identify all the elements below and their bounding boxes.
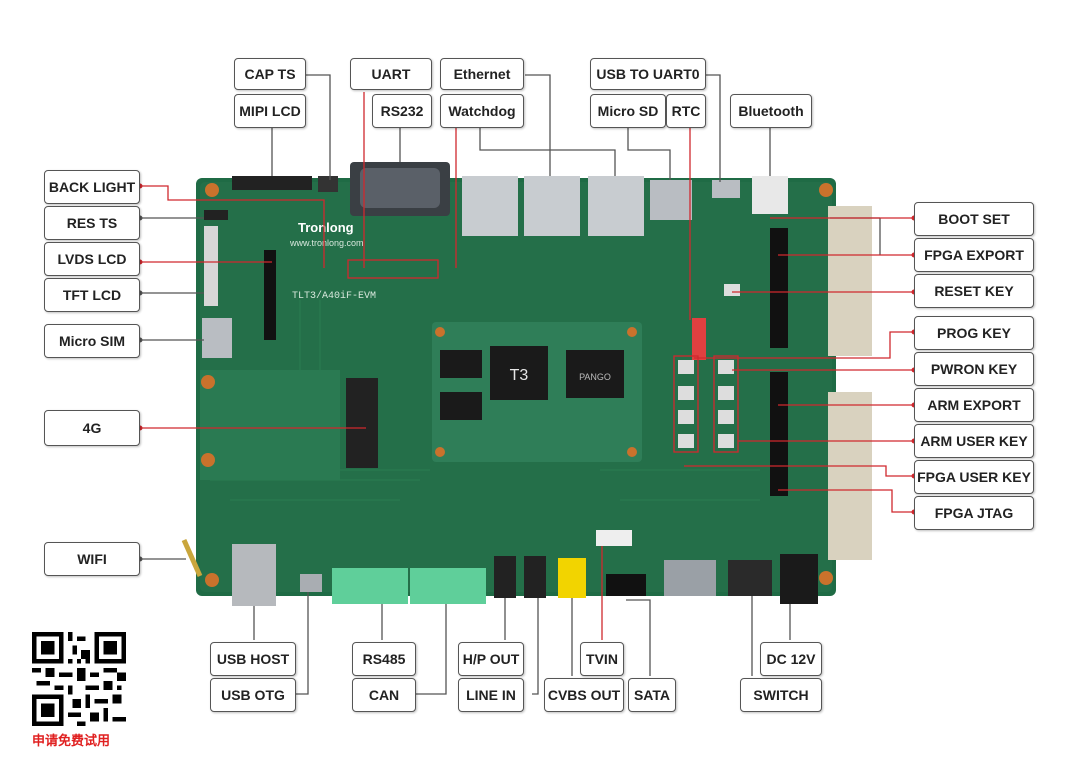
label-dc-12v: DC 12V <box>760 642 822 676</box>
label-prog-key: PROG KEY <box>914 316 1034 350</box>
system-on-module: T3 PANGO <box>432 322 642 462</box>
power-switch <box>728 560 772 596</box>
label-uart: UART <box>350 58 432 90</box>
tft-lcd-connector <box>204 226 218 306</box>
label-fpga-export: FPGA EXPORT <box>914 238 1034 272</box>
label-usb-otg: USB OTG <box>210 678 296 712</box>
label-rs485: RS485 <box>352 642 416 676</box>
label-usb-to-uart0: USB TO UART0 <box>590 58 706 90</box>
label-line-in: LINE IN <box>458 678 524 712</box>
label-tft-lcd: TFT LCD <box>44 278 140 312</box>
mipi-lcd-connector <box>232 176 312 190</box>
line-in-jack <box>524 556 546 598</box>
mounting-hole <box>201 453 215 467</box>
promo-caption[interactable]: 申请免费试用 <box>32 730 132 749</box>
label-arm-export: ARM EXPORT <box>914 388 1034 422</box>
mounting-hole <box>201 375 215 389</box>
label-usb-host: USB HOST <box>210 642 296 676</box>
silkscreen-model: TLT3/A40iF-EVM <box>292 290 376 302</box>
tvin-header <box>596 530 632 546</box>
label-cap-ts: CAP TS <box>234 58 306 90</box>
micro-sd-slot <box>650 180 692 220</box>
label-pwron-key: PWRON KEY <box>914 352 1034 386</box>
ethernet-port-3 <box>588 176 644 236</box>
label-switch: SWITCH <box>740 678 822 712</box>
qr-code[interactable] <box>32 632 126 726</box>
4g-mini-pcie-slot <box>346 378 378 468</box>
label-fpga-user-key: FPGA USER KEY <box>914 460 1034 494</box>
silkscreen-brand: Tronlong <box>298 220 354 235</box>
cap-ts-connector <box>318 176 338 192</box>
label-tvin: TVIN <box>580 642 624 676</box>
dc-12v-jack <box>780 554 818 604</box>
label-fpga-jtag: FPGA JTAG <box>914 496 1034 530</box>
fpga-header <box>770 228 788 348</box>
label-res-ts: RES TS <box>44 206 140 240</box>
ethernet-port-2 <box>524 176 580 236</box>
silkscreen-url: www.tronlong.com <box>289 238 364 248</box>
usb-host-port <box>232 544 276 606</box>
label-mipi-lcd: MIPI LCD <box>234 94 306 128</box>
label-hp-out: H/P OUT <box>458 642 524 676</box>
label-back-light: BACK LIGHT <box>44 170 140 204</box>
micro-sim-slot <box>202 318 232 358</box>
label-micro-sd: Micro SD <box>590 94 666 128</box>
rs485-terminal <box>332 568 408 604</box>
label-cvbs-out: CVBS OUT <box>544 678 624 712</box>
ethernet-port-1 <box>462 176 518 236</box>
label-bluetooth: Bluetooth <box>730 94 812 128</box>
fpga-brand-label: PANGO <box>579 372 611 382</box>
fpga-export-connector <box>828 206 872 356</box>
usb-to-uart0-port <box>712 180 740 198</box>
hdmi-port <box>664 560 716 596</box>
label-arm-user-key: ARM USER KEY <box>914 424 1034 458</box>
label-4g: 4G <box>44 410 140 446</box>
arm-header <box>770 372 788 496</box>
label-wifi: WIFI <box>44 542 140 576</box>
bluetooth-module <box>752 176 788 214</box>
label-rtc: RTC <box>666 94 706 128</box>
can-terminal <box>410 568 486 604</box>
label-lvds-lcd: LVDS LCD <box>44 242 140 276</box>
boot-dip-switch <box>692 318 706 360</box>
som-chip-label: T3 <box>510 367 529 384</box>
res-ts-header <box>204 210 228 220</box>
label-boot-set: BOOT SET <box>914 202 1034 236</box>
label-micro-sim: Micro SIM <box>44 324 140 358</box>
label-reset-key: RESET KEY <box>914 274 1034 308</box>
reset-key-button <box>724 284 740 296</box>
lvds-lcd-header <box>264 250 276 340</box>
label-rs232: RS232 <box>372 94 432 128</box>
usb-otg-port <box>300 574 322 592</box>
sata-port <box>606 574 646 596</box>
label-ethernet: Ethernet <box>440 58 524 90</box>
hp-out-jack <box>494 556 516 598</box>
mounting-hole <box>819 571 833 585</box>
label-watchdog: Watchdog <box>440 94 524 128</box>
mounting-hole <box>205 573 219 587</box>
cvbs-out-jack <box>558 558 586 598</box>
label-can: CAN <box>352 678 416 712</box>
arm-export-connector <box>828 392 872 560</box>
4g-module-area <box>200 370 340 480</box>
label-sata: SATA <box>628 678 676 712</box>
